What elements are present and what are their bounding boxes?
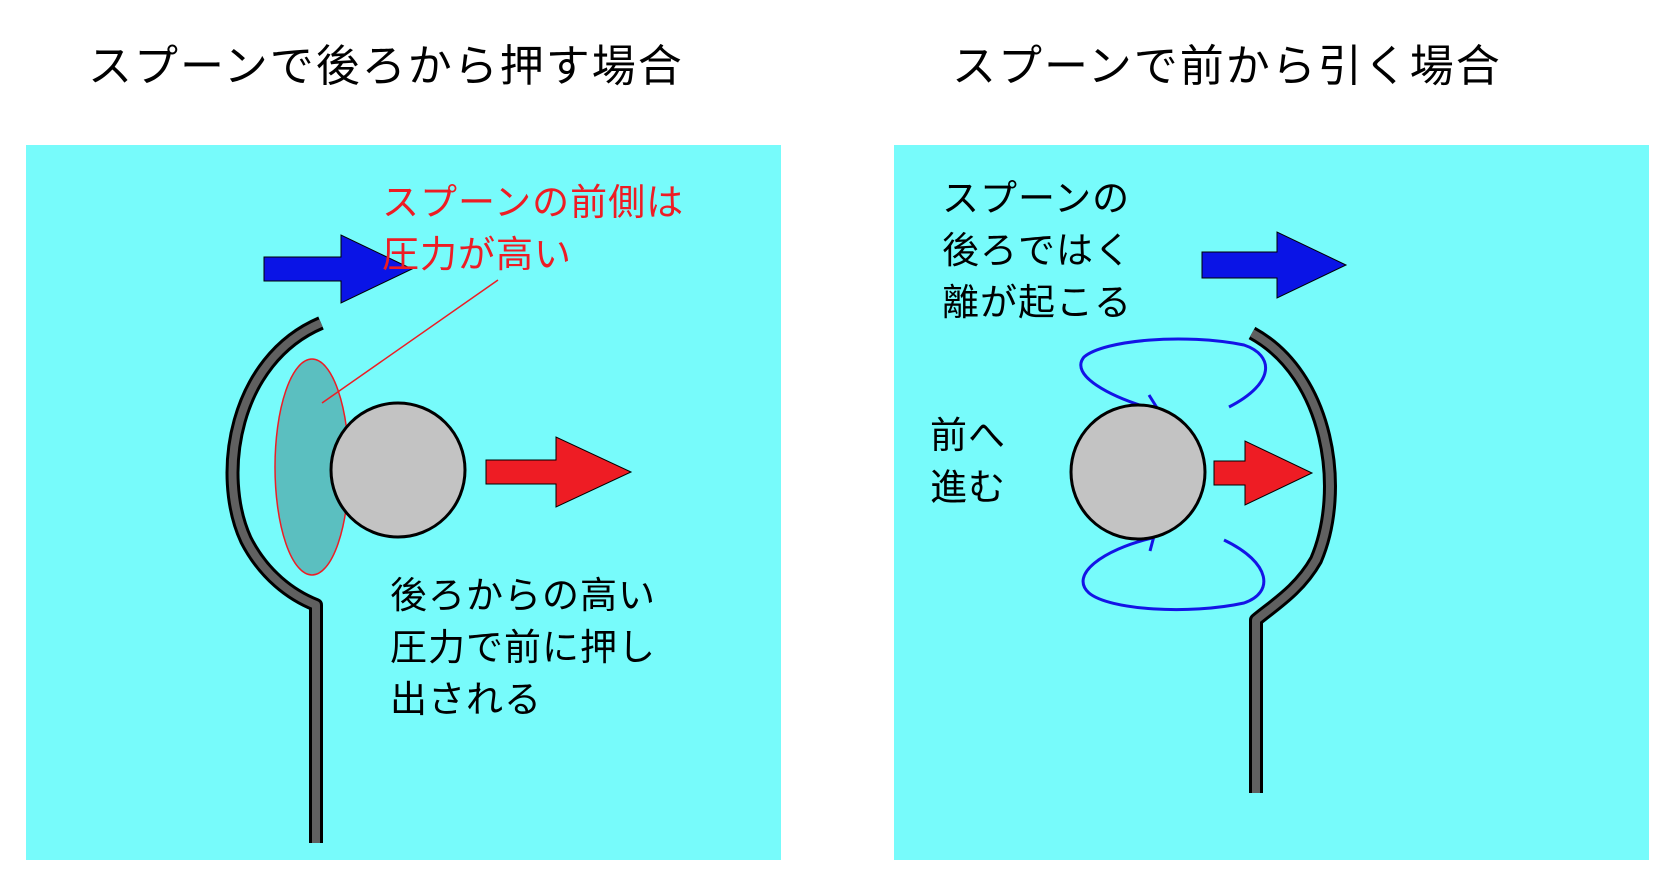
push-diagram-drawing (225, 234, 633, 843)
spoon-motion-arrow-icon (263, 234, 414, 304)
pull-diagram-drawing (1069, 231, 1348, 793)
spoon-body (228, 319, 323, 843)
ball-force-arrow-icon (485, 436, 633, 508)
forward-label: 前へ 進む (930, 414, 1006, 509)
lower-vortex (1081, 536, 1266, 612)
spoon-motion-arrow-icon (1201, 231, 1348, 299)
upper-vortex (1079, 337, 1268, 412)
ball-force-arrow-icon (1213, 440, 1314, 506)
pressure-label: スプーンの前側は 圧力が高い (382, 181, 685, 276)
pressure-leader-line (321, 279, 499, 404)
ball (329, 401, 467, 539)
push-diagram-panel: スプーンの前側は 圧力が高い 後ろからの高い 圧力で前に押し 出される (26, 145, 781, 860)
right-diagram-title: スプーンで前から引く場合 (952, 41, 1502, 92)
ball (1069, 403, 1207, 541)
spoon-body (1250, 329, 1334, 793)
left-diagram-title: スプーンで後ろから押す場合 (88, 41, 684, 92)
separation-label: スプーンの 後ろではく 離が起こる (942, 177, 1132, 324)
push-explanation: 後ろからの高い 圧力で前に押し 出される (390, 574, 656, 721)
pull-diagram-panel: スプーンの 後ろではく 離が起こる 前へ 進む (894, 145, 1649, 860)
